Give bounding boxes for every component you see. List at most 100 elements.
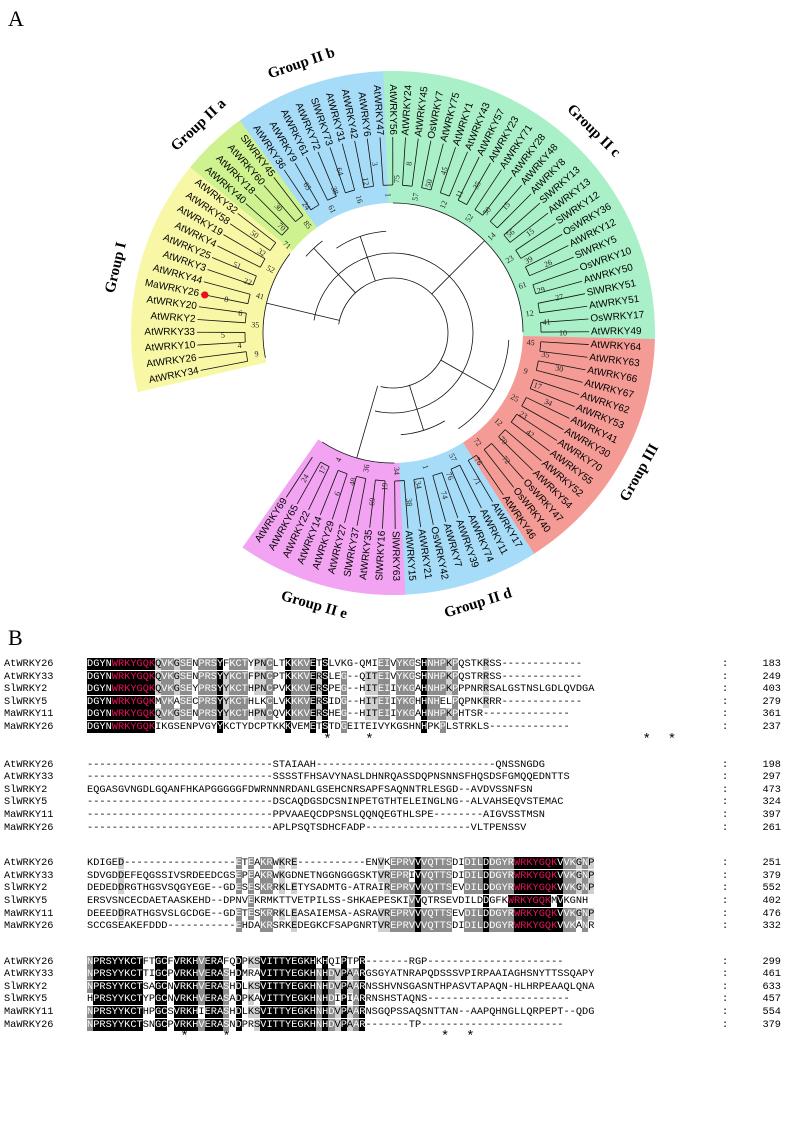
leaf-branch: [491, 443, 524, 480]
tree-arc: [281, 227, 289, 236]
position-number: 361: [762, 708, 781, 721]
separator: :: [722, 882, 729, 895]
leaf-branch: [198, 351, 247, 359]
sequence-name: SlWRKY2: [4, 683, 48, 696]
sequence-name: AtWRKY33: [4, 968, 54, 981]
leaf-branch: [496, 193, 532, 229]
bootstrap-value: 1: [421, 464, 431, 470]
sequence-residues: SDVGDDEFEQGSSIVSRDEEDCGSEPEAKRWKGDNETNGG…: [87, 869, 595, 882]
sequence-name: AtWRKY26: [4, 857, 54, 870]
position-number: 633: [762, 980, 781, 993]
sequence-name: SlWRKY2: [4, 980, 48, 993]
bootstrap-value: 72: [500, 454, 512, 466]
bootstrap-value: 34: [543, 397, 554, 409]
separator: :: [722, 758, 729, 771]
leaf-branch: [207, 269, 254, 286]
leaf-branch: [539, 350, 588, 358]
bootstrap-value: 12: [492, 416, 504, 428]
tree-arc: [375, 479, 386, 482]
sequence-residues: NPRSYYKCTSAGCNVRKHVERASHDLKSVITTYEGKHNHD…: [87, 980, 595, 993]
leaf-branch: [379, 137, 384, 186]
sequence-name: MaWRKY26: [4, 920, 54, 933]
leaf-branch: [537, 293, 586, 304]
separator: :: [722, 771, 729, 784]
clade-wedge-iib: [239, 71, 390, 228]
bootstrap-value: 9: [522, 366, 528, 376]
leaf-branch: [532, 268, 579, 286]
bootstrap-value: 25: [509, 392, 520, 404]
separator: :: [722, 695, 729, 708]
block-spacer: [4, 933, 784, 943]
leaf-branch: [521, 405, 564, 431]
leaf-branch: [402, 137, 406, 186]
bootstrap-value: 64: [334, 166, 345, 176]
leaf-branch: [344, 476, 357, 524]
position-number: 261: [762, 821, 781, 834]
clade-wedge-i: [130, 165, 293, 393]
taxon-label: AtWRKY15: [403, 530, 418, 582]
tree-arc: [305, 240, 323, 257]
position-number: 403: [762, 683, 781, 696]
taxon-label: AtWRKY24: [400, 84, 414, 136]
taxon-label: SlWRKY63: [390, 531, 402, 582]
leaf-branch: [516, 413, 558, 441]
leaf-branch: [467, 460, 493, 502]
leaf-branch: [515, 223, 556, 251]
separator: :: [722, 894, 729, 907]
leaf-branch: [331, 473, 348, 520]
sequence-residues: DGYNWRKYGQKQVKGSENPRSYYKCTHPNCQVKKKVERSH…: [87, 708, 570, 721]
bootstrap-value: 61: [326, 204, 338, 215]
tree-arc: [413, 477, 424, 480]
tree-branch: [313, 247, 356, 294]
alignment-row: MaWRKY26------------------------------AP…: [4, 822, 784, 835]
leaf-branch: [273, 177, 304, 216]
bootstrap-value: 24: [300, 200, 312, 212]
sequence-name: SlWRKY5: [4, 695, 48, 708]
separator: :: [722, 720, 729, 733]
leaf-branch: [476, 455, 504, 496]
bootstrap-value: 9: [254, 349, 259, 359]
tree-arc: [252, 275, 257, 286]
position-number: 379: [762, 869, 781, 882]
tree-arc: [269, 242, 277, 251]
sequence-residues: ------------------------------STAIAAH---…: [87, 758, 545, 771]
position-number: 473: [762, 783, 781, 796]
sequence-name: SlWRKY2: [4, 783, 48, 796]
tree-arc: [529, 379, 534, 389]
bootstrap-value: 45: [439, 166, 450, 176]
tree-branch: [409, 385, 424, 431]
sequence-name: AtWRKY33: [4, 670, 54, 683]
separator: :: [722, 1006, 729, 1019]
separator: :: [722, 658, 729, 670]
separator: :: [722, 955, 729, 968]
leaf-branch: [498, 436, 534, 471]
sequence-residues: NPRSYYKCTTIGCPVRKHVERASHDMRAVITTYEGKHNHD…: [87, 968, 595, 981]
tree-branch: [431, 240, 485, 295]
bootstrap-value: 75: [392, 175, 401, 183]
bootstrap-value: 50: [249, 228, 261, 240]
bootstrap-value: 45: [526, 338, 535, 348]
conserved-residue-markers: * * * *: [4, 731, 677, 748]
leaf-branch: [525, 245, 569, 268]
leaf-branch: [539, 305, 588, 314]
leaf-branch: [329, 147, 346, 193]
tree-arc: [338, 277, 449, 389]
leaf-branch: [411, 138, 419, 187]
tree-arc: [498, 429, 506, 438]
bootstrap-value: 8: [404, 161, 413, 166]
separator: :: [722, 920, 729, 933]
leaf-branch: [430, 143, 444, 191]
position-number: 476: [762, 907, 781, 920]
tree-arc: [535, 360, 539, 371]
tree-arc: [421, 187, 432, 191]
sequence-name: MaWRKY11: [4, 1006, 54, 1019]
sequence-residues: NPRSYYKCTSNGCPVRKHVERASNDPRSVITTYEGKHNHD…: [87, 1018, 564, 1031]
bootstrap-value: 52: [463, 212, 475, 224]
clade-wedge-iid: [398, 442, 535, 595]
leaf-branch: [538, 360, 586, 371]
group-label: Group II e: [279, 588, 349, 622]
